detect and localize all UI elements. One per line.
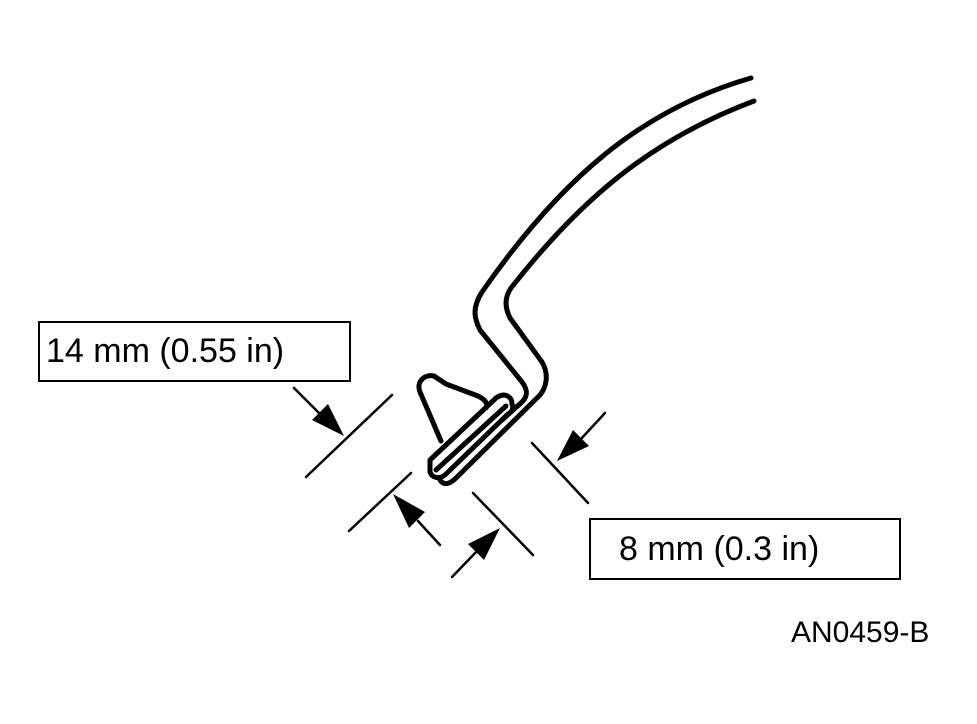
panel-outer-edge	[472, 75, 754, 423]
extension-line-8mm-right	[530, 441, 590, 505]
dimension-label-8mm: 8 mm (0.3 in)	[589, 518, 901, 580]
arrowhead-8mm-right-icon	[557, 430, 589, 461]
arrowhead-14mm-top-icon	[312, 404, 344, 436]
arrow-shaft-14mm-bottom	[416, 519, 442, 547]
arrow-shaft-8mm-right	[578, 411, 607, 442]
arrowhead-14mm-bottom-icon	[393, 494, 425, 528]
arrow-shaft-8mm-left	[450, 548, 480, 579]
panel-inner-edge	[437, 98, 757, 487]
clip-base	[427, 392, 516, 481]
figure-id: AN0459-B	[791, 616, 930, 649]
extension-line-8mm-left	[471, 491, 535, 557]
arrowhead-8mm-left-icon	[468, 528, 500, 560]
clip-head	[416, 373, 490, 444]
clip-base-inner-line	[433, 403, 509, 473]
extension-line-14mm-bottom	[347, 471, 413, 533]
dimension-label-14mm: 14 mm (0.55 in)	[38, 321, 351, 382]
extension-line-14mm-top	[304, 393, 394, 479]
dimension-text-8mm: 8 mm (0.3 in)	[619, 529, 820, 568]
dimension-text-14mm: 14 mm (0.55 in)	[46, 332, 285, 370]
